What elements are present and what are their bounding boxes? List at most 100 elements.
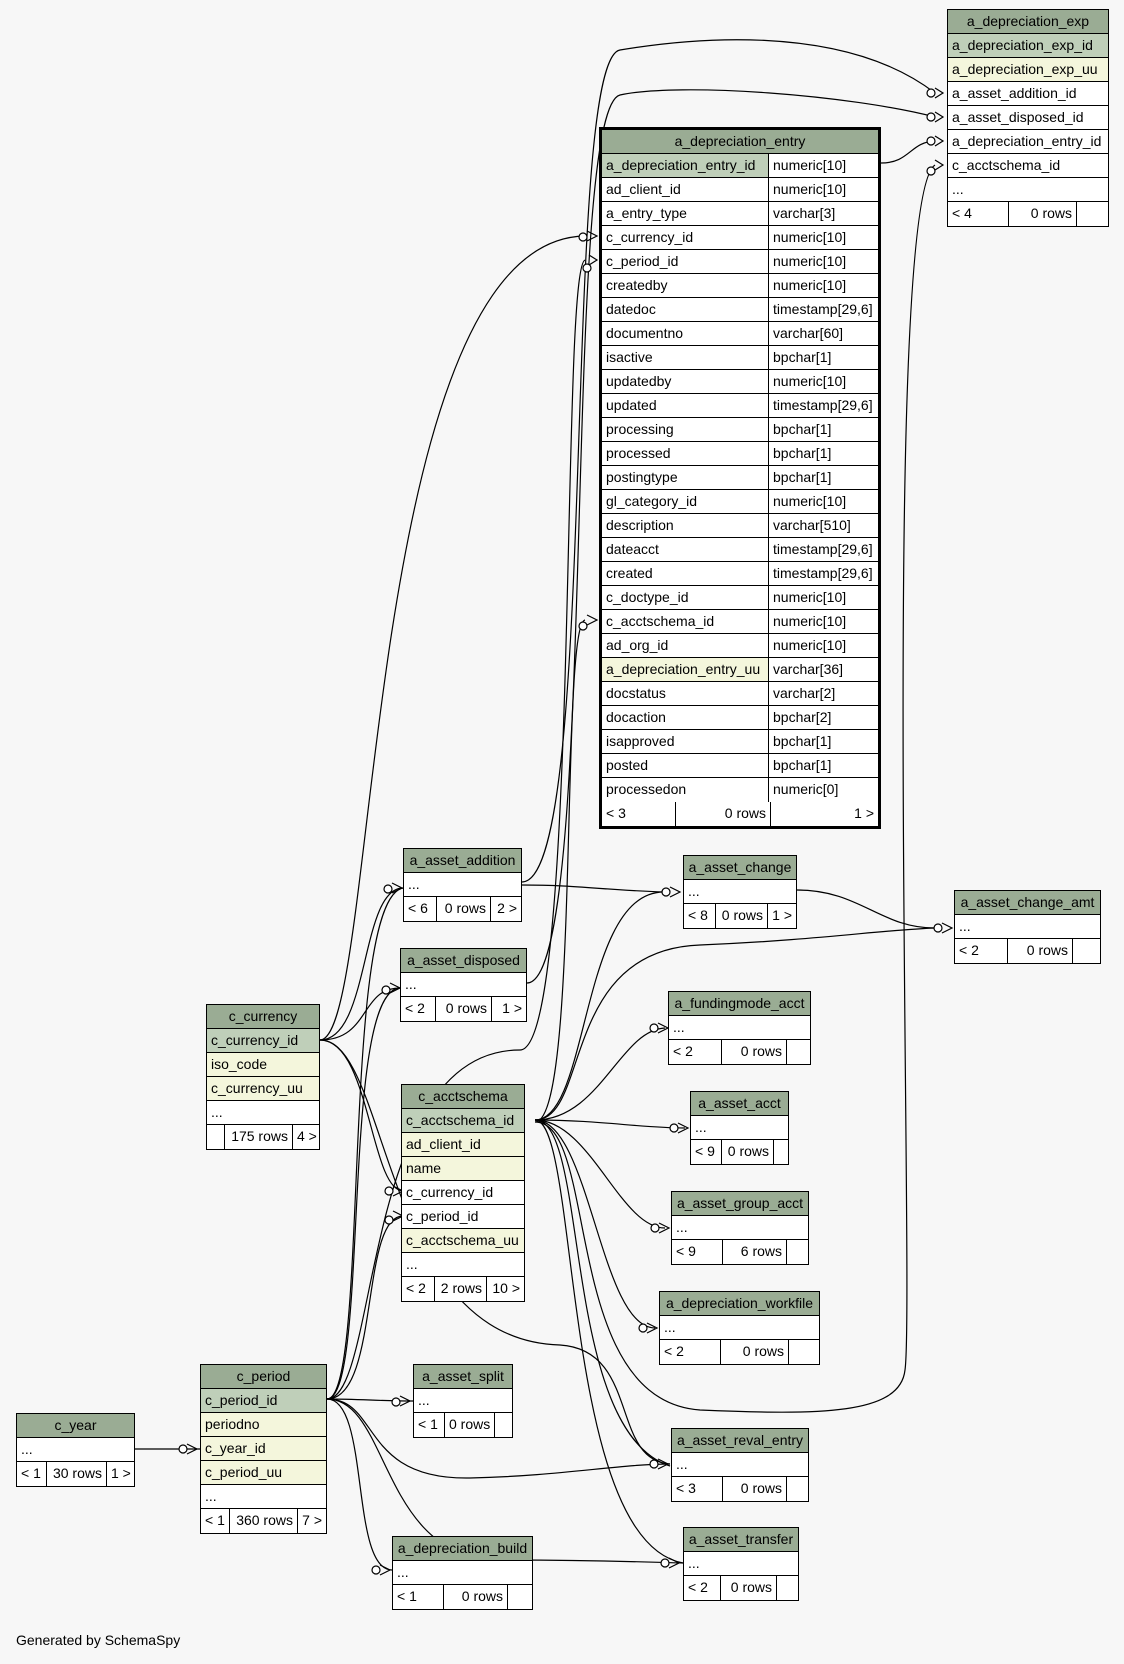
footer-children[interactable]: 2 > [490, 897, 521, 921]
footer-parents[interactable]: < 8 [688, 907, 708, 923]
footer-parents[interactable]: < 2 [688, 1579, 708, 1595]
table-c-year[interactable]: c_year ... < 1 30 rows 1 > [16, 1413, 135, 1487]
column-row: ... [672, 1453, 808, 1477]
column-type: numeric[10] [768, 178, 878, 201]
footer-children[interactable] [773, 1140, 788, 1164]
table-a-asset-group-acct[interactable]: a_asset_group_acct ... < 9 6 rows [671, 1191, 809, 1265]
table-a-depreciation-workfile[interactable]: a_depreciation_workfile ... < 2 0 rows [659, 1291, 820, 1365]
column-name: processedon [606, 781, 687, 797]
footer-parents[interactable]: < 2 [406, 1280, 426, 1296]
footer-rows: 0 rows [721, 1040, 786, 1064]
table-a-asset-disposed[interactable]: a_asset_disposed ... < 2 0 rows 1 > [400, 948, 527, 1022]
column-type: bpchar[1] [768, 346, 878, 369]
footer-children[interactable] [788, 1340, 819, 1364]
footer-parents[interactable]: < 1 [397, 1588, 417, 1604]
column-type: bpchar[1] [768, 418, 878, 441]
footer-parents[interactable]: < 9 [695, 1143, 715, 1159]
column-row: ... [691, 1116, 788, 1140]
footer-children[interactable]: 1 > [770, 802, 878, 826]
column-row: ad_client_id [402, 1133, 524, 1157]
footer-children[interactable]: 4 > [292, 1125, 319, 1149]
table-title: a_asset_change_amt [955, 891, 1100, 915]
table-footer: < 6 0 rows 2 > [404, 897, 521, 921]
column-name: ad_org_id [606, 637, 669, 653]
column-row: c_period_uu [201, 1461, 326, 1485]
footer-parents[interactable]: < 4 [952, 205, 972, 221]
column-name: gl_category_id [606, 493, 698, 509]
footer-parents[interactable]: < 9 [676, 1243, 696, 1259]
footer-children[interactable]: 7 > [297, 1509, 326, 1533]
column-name: createdby [606, 277, 668, 293]
footer-children[interactable] [494, 1413, 512, 1437]
generated-by-footer[interactable]: Generated by SchemaSpy [16, 1632, 181, 1648]
footer-parents[interactable]: < 2 [405, 1000, 425, 1016]
footer-children[interactable] [1072, 939, 1100, 963]
table-c-currency[interactable]: c_currency c_currency_id iso_code c_curr… [206, 1004, 320, 1150]
footer-children[interactable] [776, 1576, 798, 1600]
edge-addition-period [326, 887, 404, 1400]
column-name: datedoc [606, 301, 656, 317]
footer-children[interactable] [786, 1477, 808, 1501]
table-footer: < 2 0 rows [669, 1040, 810, 1064]
footer-parents[interactable]: < 2 [664, 1343, 684, 1359]
table-a-depreciation-exp[interactable]: a_depreciation_exp a_depreciation_exp_id… [947, 9, 1109, 227]
table-title: a_asset_addition [404, 849, 521, 873]
column-row: c_acctschema_id [948, 154, 1108, 178]
table-a-asset-addition[interactable]: a_asset_addition ... < 6 0 rows 2 > [403, 848, 522, 922]
table-a-asset-split[interactable]: a_asset_split ... < 1 0 rows [413, 1364, 513, 1438]
column-type: bpchar[1] [768, 754, 878, 777]
footer-children[interactable] [786, 1240, 808, 1264]
table-a-fundingmode-acct[interactable]: a_fundingmode_acct ... < 2 0 rows [668, 991, 811, 1065]
table-a-asset-change-amt[interactable]: a_asset_change_amt ... < 2 0 rows [954, 890, 1101, 964]
column-name: a_depreciation_entry_id [606, 157, 756, 173]
footer-parents[interactable]: < 3 [676, 1480, 696, 1496]
edge-exp-entry [880, 140, 936, 164]
table-a-depreciation-build[interactable]: a_depreciation_build ... < 1 0 rows [392, 1536, 533, 1610]
footer-parents[interactable]: < 1 [418, 1416, 438, 1432]
column-name: docaction [606, 709, 666, 725]
footer-children[interactable] [507, 1585, 532, 1609]
column-row: iso_code [207, 1053, 319, 1077]
edge-disposed-period [326, 987, 401, 1400]
column-type: numeric[10] [768, 634, 878, 657]
footer-children[interactable]: 1 > [106, 1462, 134, 1486]
footer-parents[interactable]: < 1 [205, 1512, 225, 1528]
column-row: c_acctschema_uu [402, 1229, 524, 1253]
table-c-period[interactable]: c_period c_period_id periodno c_year_id … [200, 1364, 327, 1534]
footer-parents[interactable]: < 3 [606, 805, 626, 821]
table-c-acctschema[interactable]: c_acctschema c_acctschema_id ad_client_i… [401, 1084, 525, 1302]
footer-rows: 0 rows [675, 802, 770, 826]
footer-parents[interactable]: < 1 [21, 1465, 41, 1481]
column-name: processed [606, 445, 671, 461]
footer-parents[interactable]: < 2 [959, 942, 979, 958]
footer-rows: 0 rows [443, 1585, 507, 1609]
table-a-depreciation-entry[interactable]: a_depreciation_entry a_depreciation_entr… [599, 127, 881, 829]
footer-children[interactable]: 10 > [486, 1277, 524, 1301]
table-footer: < 2 0 rows [684, 1576, 798, 1600]
column-row: ... [684, 880, 796, 904]
footer-parents[interactable]: < 6 [408, 900, 428, 916]
footer-parents[interactable] [207, 1125, 224, 1149]
footer-children[interactable] [786, 1040, 810, 1064]
footer-children[interactable]: 1 > [767, 904, 796, 928]
footer-children[interactable] [1076, 202, 1108, 226]
footer-parents[interactable]: < 2 [673, 1043, 693, 1059]
edge-split-period [326, 1398, 414, 1402]
column-type: numeric[0] [768, 778, 878, 802]
table-a-asset-reval-entry[interactable]: a_asset_reval_entry ... < 3 0 rows [671, 1428, 809, 1502]
footer-rows: 30 rows [46, 1462, 106, 1486]
footer-rows: 0 rows [1008, 202, 1076, 226]
column-row: datedoc timestamp[29,6] [602, 298, 878, 322]
column-type: timestamp[29,6] [768, 298, 878, 321]
column-type: numeric[10] [768, 370, 878, 393]
table-a-asset-change[interactable]: a_asset_change ... < 8 0 rows 1 > [683, 855, 797, 929]
table-title: c_currency [207, 1005, 319, 1029]
table-a-asset-transfer[interactable]: a_asset_transfer ... < 2 0 rows [683, 1527, 799, 1601]
footer-children[interactable]: 1 > [491, 997, 526, 1021]
table-a-asset-acct[interactable]: a_asset_acct ... < 9 0 rows [690, 1091, 789, 1165]
column-type: bpchar[1] [768, 730, 878, 753]
table-footer: < 4 0 rows [948, 202, 1108, 226]
